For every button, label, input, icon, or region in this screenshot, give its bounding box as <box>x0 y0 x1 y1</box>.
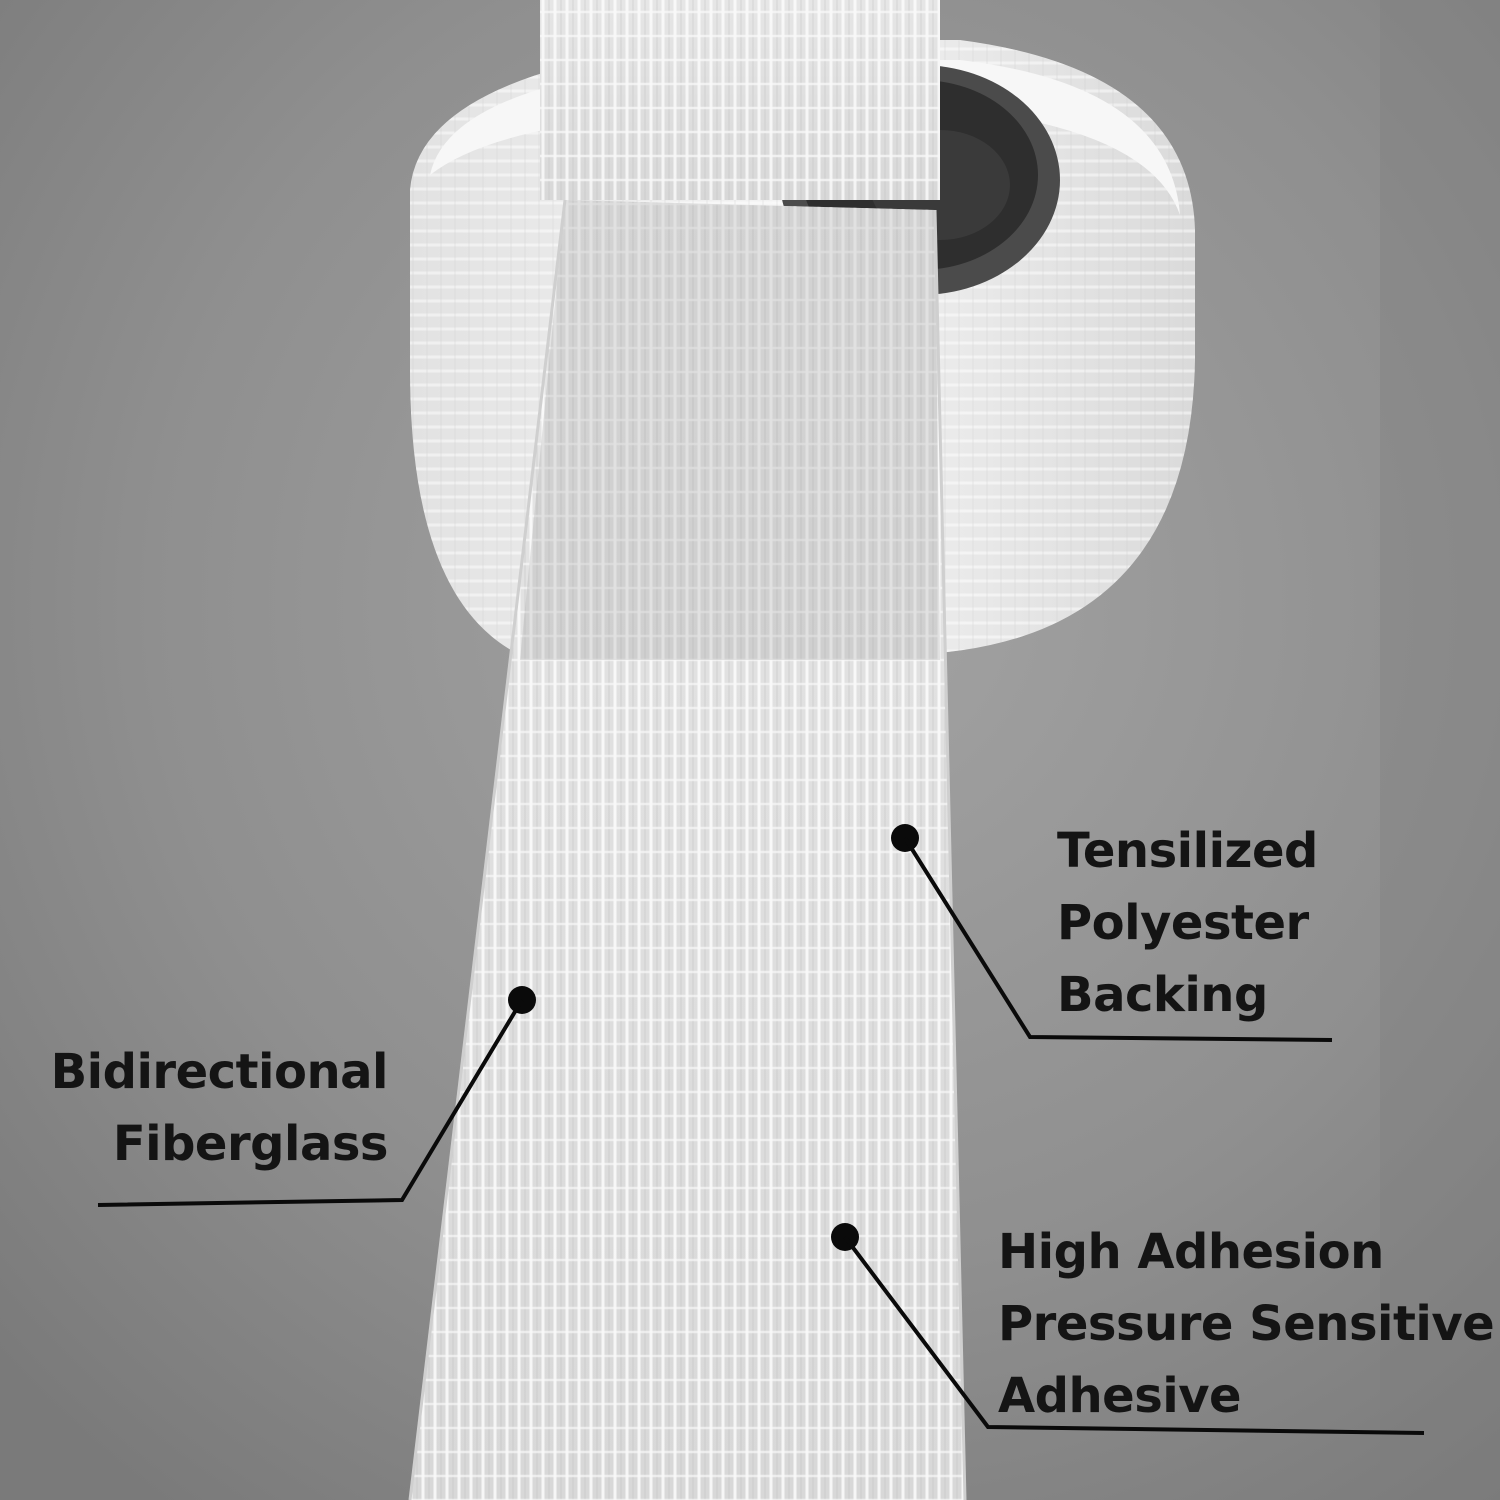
callout-label-adhesive: High Adhesion Pressure Sensitive Adhesiv… <box>998 1216 1495 1432</box>
leader-line-adhesive <box>843 1235 1425 1435</box>
callout-backing-line-2: Polyester <box>1057 895 1309 951</box>
leader-line-fiberglass <box>97 998 524 1207</box>
callout-fiberglass-line-2: Fiberglass <box>112 1116 389 1172</box>
callout-backing-line-1: Tensilized <box>1057 823 1318 879</box>
callout-adhesive-line-3: Adhesive <box>998 1368 1242 1424</box>
leader-line-backing <box>903 836 1333 1042</box>
callout-fiberglass-line-1: Bidirectional <box>50 1044 389 1100</box>
callout-label-backing: Tensilized Polyester Backing <box>1057 815 1318 1031</box>
callout-adhesive-line-1: High Adhesion <box>998 1224 1384 1280</box>
callout-adhesive-line-2: Pressure Sensitive <box>998 1296 1495 1352</box>
callout-backing-line-3: Backing <box>1057 967 1268 1023</box>
callout-label-fiberglass: Bidirectional Fiberglass <box>40 1036 389 1180</box>
